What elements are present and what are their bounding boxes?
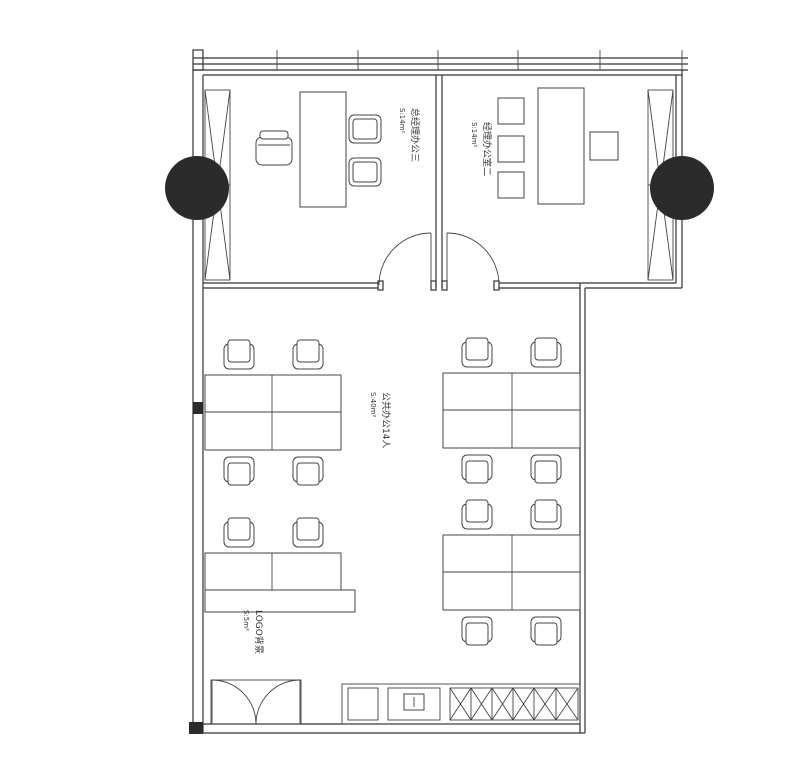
door-gm-office (378, 232, 432, 286)
task-chair (292, 339, 324, 370)
desk-cluster-right-bottom (442, 534, 581, 611)
office-partitions (203, 75, 580, 291)
room-area: S:40m² (369, 392, 377, 418)
room-area: S:14m² (470, 122, 478, 148)
task-chair (530, 454, 562, 484)
door-mgr-office (446, 232, 500, 286)
task-chair (292, 456, 324, 486)
mgr-stool (497, 97, 525, 125)
gm-guest-chair (348, 114, 382, 144)
task-chair (530, 337, 562, 368)
task-chairs (223, 337, 562, 646)
desk-cluster-left (204, 374, 342, 451)
label-logo-wall: LOGO背景 S:5m² (242, 610, 265, 654)
room-name: 经理办公室二 (481, 122, 493, 176)
gm-office-chair (255, 130, 293, 166)
label-mgr-office: 经理办公室二 S:14m² (470, 122, 493, 176)
task-chair (461, 337, 493, 368)
bottom-cabinets (341, 683, 581, 725)
room-area: S:14m² (398, 108, 406, 134)
desk-cluster-right-top (442, 372, 581, 449)
column-right (650, 156, 714, 220)
room-name: 总经理办公三 (409, 108, 421, 162)
entrance-double-door (210, 679, 302, 725)
mgr-office-furniture (497, 87, 619, 205)
task-chair (461, 616, 493, 646)
column-left (165, 156, 229, 220)
task-chair (530, 616, 562, 646)
room-name: 公共办公14人 (380, 392, 392, 448)
label-open-office: 公共办公14人 S:40m² (369, 392, 392, 448)
reception-desk (204, 552, 356, 613)
gm-office-furniture (255, 91, 382, 208)
mgr-desk (537, 87, 585, 205)
task-chair (292, 517, 324, 548)
room-name: LOGO背景 (253, 610, 265, 654)
mgr-chair (589, 131, 619, 161)
task-chair (461, 499, 493, 530)
gm-guest-chair (348, 157, 382, 187)
mgr-stool (497, 135, 525, 163)
task-chair (223, 517, 255, 548)
task-chair (530, 499, 562, 530)
mgr-stool (497, 171, 525, 199)
top-wall (192, 49, 688, 76)
bottom-wall (193, 723, 585, 734)
task-chair (461, 454, 493, 484)
label-gm-office: 总经理办公三 S:14m² (398, 108, 421, 162)
storage-cabinet-cross (449, 687, 579, 721)
gm-desk (299, 91, 347, 208)
room-area: S:5m² (242, 610, 250, 631)
task-chair (223, 339, 255, 370)
task-chair (223, 456, 255, 486)
